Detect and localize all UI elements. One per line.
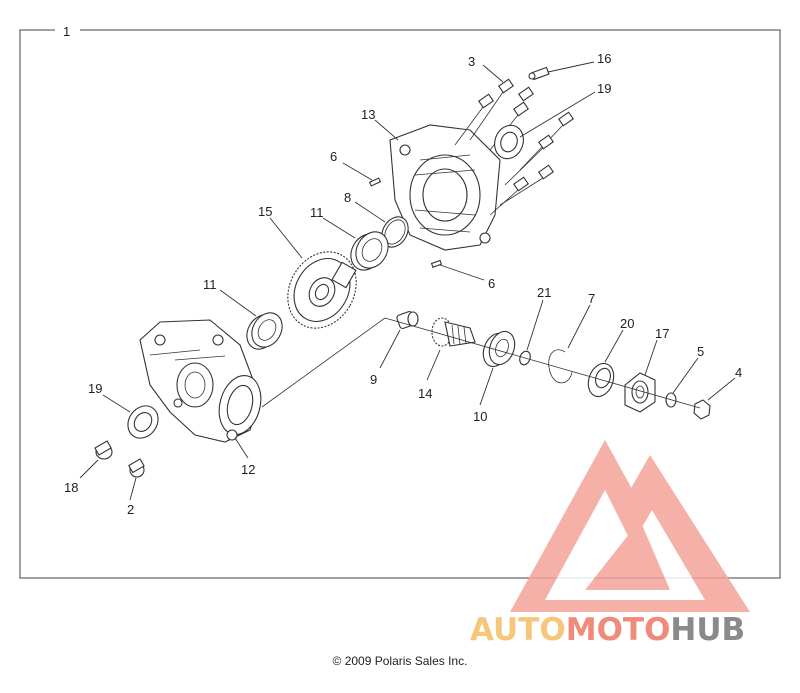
copyright-notice: © 2009 Polaris Sales Inc.: [332, 654, 468, 668]
callout-5: 5: [697, 344, 704, 359]
bearing-upper: [350, 231, 389, 271]
callout-6-lower: 6: [488, 276, 495, 291]
callout-21: 21: [537, 285, 551, 300]
ring-gear: [287, 251, 357, 329]
drain-plug: [94, 440, 113, 460]
callout-4: 4: [735, 365, 742, 380]
callout-7: 7: [588, 291, 595, 306]
snap-ring: [548, 349, 573, 384]
dowel-pin-upper: [368, 177, 382, 187]
callout-18: 18: [64, 480, 78, 495]
callout-9: 9: [370, 372, 377, 387]
callout-19-upper: 19: [597, 81, 611, 96]
callout-12: 12: [241, 462, 255, 477]
callout-14: 14: [418, 386, 432, 401]
assembly-axes: [261, 317, 701, 409]
watermark-wordmark: AUTOMOTOHUB: [470, 612, 745, 648]
watermark-hub: HUB: [670, 612, 746, 648]
callout-1: 1: [63, 24, 70, 39]
leader-lines: [79, 61, 736, 501]
callout-17: 17: [655, 326, 669, 341]
callout-19-lower: 19: [88, 381, 102, 396]
callout-11-lower: 11: [203, 277, 217, 292]
needle-bearing: [396, 310, 419, 330]
bearing-lower: [246, 312, 283, 350]
callout-15: 15: [258, 204, 272, 219]
callout-11-upper: 11: [310, 205, 324, 220]
watermark-moto: MOTO: [565, 612, 671, 648]
callout-13: 13: [361, 107, 375, 122]
dowel-pin-lower: [430, 259, 443, 268]
watermark-auto: AUTO: [470, 612, 566, 648]
callout-16: 16: [597, 51, 611, 66]
callout-10: 10: [473, 409, 487, 424]
output-flange: [624, 372, 656, 413]
pinion-bearing: [482, 330, 516, 368]
upper-bolts: [454, 78, 574, 216]
callout-20: 20: [620, 316, 634, 331]
callout-8: 8: [344, 190, 351, 205]
breather-fitting: [528, 66, 550, 81]
callout-6-upper: 6: [330, 149, 337, 164]
main-housing: [139, 319, 262, 443]
callout-2: 2: [127, 502, 134, 517]
diagram-frame: [19, 29, 781, 579]
upper-seal: [494, 124, 524, 160]
callouts: 3 16 19 13 6 8 15 11 6 21 7 20 17 11 5 4…: [64, 51, 742, 517]
watermark-logo: [510, 440, 750, 612]
nut: [693, 399, 711, 420]
fill-plug: [128, 458, 145, 478]
lower-seal: [127, 405, 159, 439]
callout-3: 3: [468, 54, 475, 69]
pinion-gear: [431, 317, 476, 347]
